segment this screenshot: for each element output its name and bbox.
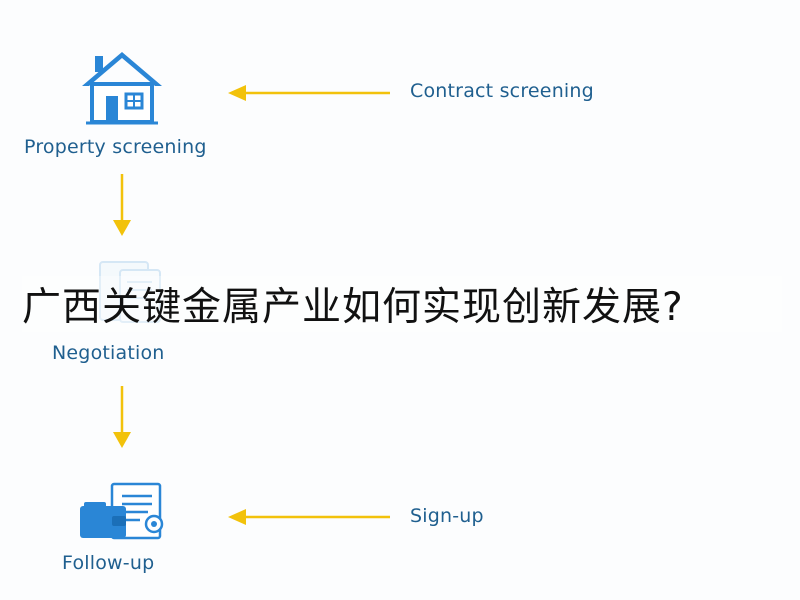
node-label-property-screening: Property screening (24, 136, 207, 158)
arrow-contract-to-property (228, 85, 390, 101)
node-label-negotiation: Negotiation (52, 342, 165, 364)
overlay-title: 广西关键金属产业如何实现创新发展? (22, 276, 782, 332)
documents-icon (99, 261, 161, 323)
house-icon (82, 52, 162, 125)
node-label-follow-up: Follow-up (62, 552, 155, 574)
arrow-signup-to-followup (228, 509, 390, 525)
wallet-document-icon (80, 482, 164, 540)
arrow-property-to-negotiation (113, 174, 131, 236)
side-label-sign-up: Sign-up (410, 505, 484, 527)
side-label-contract-screening: Contract screening (410, 80, 594, 102)
arrow-negotiation-to-followup (113, 386, 131, 448)
